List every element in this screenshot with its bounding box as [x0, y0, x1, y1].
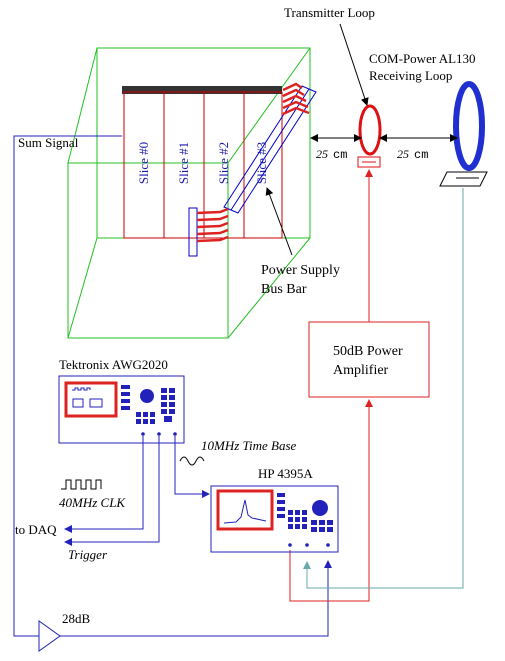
bus-bar-connector-bottom: [196, 207, 229, 243]
receiving-loop-label-line1: COM-Power AL130: [369, 51, 476, 66]
amplifier-label-line1: 50dB Power: [333, 344, 403, 359]
bus-bar: [188, 85, 317, 257]
awg-label: Tektronix AWG2020: [59, 357, 168, 372]
distance-tx-label: 25 cm: [316, 147, 347, 162]
clock-waveform-icon: [61, 479, 102, 490]
awg-trigger-line: [64, 436, 160, 546]
slice-2-label: Slice #2: [216, 142, 231, 184]
bus-bar-label-line2: Bus Bar: [261, 282, 307, 297]
preamp-output-line: [60, 560, 332, 637]
clk-label: 40MHz CLK: [59, 495, 126, 510]
amplifier-label-line2: Amplifier: [333, 363, 389, 378]
awg-instrument: [58, 375, 185, 444]
sine-wave-icon: [179, 456, 205, 466]
transmitter-loop: [357, 104, 382, 168]
receiving-loop: [439, 81, 488, 187]
transmitter-loop-label: Transmitter Loop: [284, 5, 375, 20]
rx-loop-to-analyzer-line: [303, 188, 464, 589]
preamp-28db: [38, 620, 61, 652]
bus-bar-label-line1: Power Supply: [261, 263, 340, 278]
time-base-label: 10MHz Time Base: [201, 438, 297, 453]
sum-signal-line: [13, 135, 122, 637]
to-daq-label: to DAQ: [15, 522, 57, 537]
slice-modules: Slice #0 Slice #1 Slice #2 Slice #3: [122, 86, 283, 239]
sum-signal-label: Sum Signal: [18, 135, 79, 150]
bus-bar-connector-top: [282, 82, 310, 116]
distance-rx-label: 25 cm: [397, 147, 428, 162]
hp-analyzer-instrument: [210, 485, 339, 553]
receiving-loop-label-line2: Receiving Loop: [369, 68, 452, 83]
analyzer-label: HP 4395A: [258, 466, 313, 481]
awg-to-daq-line: [64, 436, 144, 533]
slice-0-label: Slice #0: [136, 142, 151, 184]
transmitter-pointer: [339, 23, 369, 106]
preamp-gain-label: 28dB: [62, 611, 91, 626]
awg-time-base-line: [174, 436, 210, 498]
slice-1-label: Slice #1: [176, 142, 191, 184]
trigger-label: Trigger: [68, 547, 108, 562]
analyzer-to-amp-line: [289, 399, 373, 602]
power-amplifier: [308, 321, 430, 398]
bus-bar-pointer: [265, 187, 293, 256]
